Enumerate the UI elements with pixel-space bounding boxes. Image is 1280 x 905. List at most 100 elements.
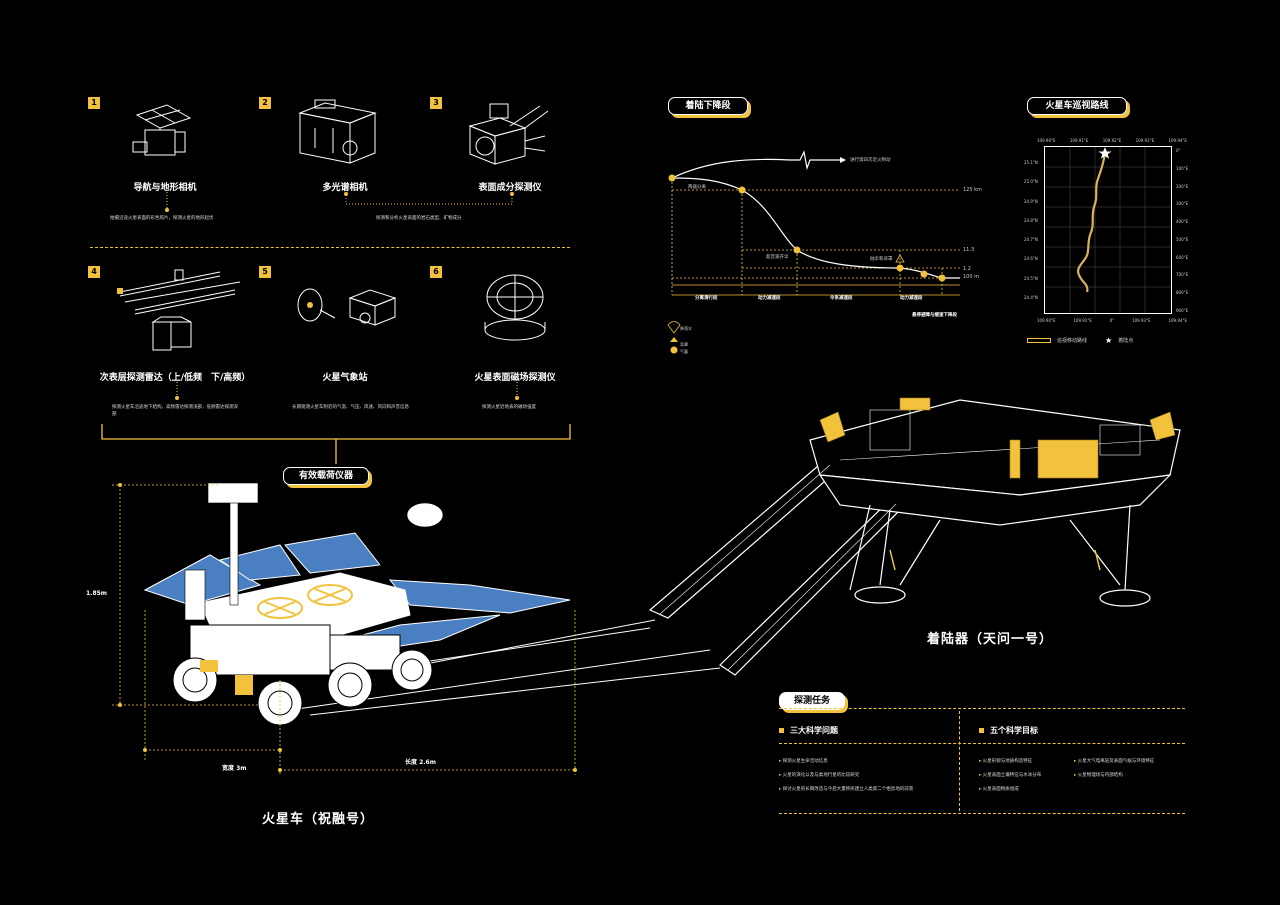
route-left-tick: 24.7°N <box>1024 237 1038 243</box>
route-bottom-tick: 0° <box>1109 318 1115 323</box>
instrument-6-number: 6 <box>430 266 442 278</box>
route-top-tick: 109.94°E <box>1168 138 1187 143</box>
descent-chart <box>667 150 960 354</box>
instrument-3-name: 表面成分探测仪 <box>478 183 542 193</box>
route-top-tick: 109.90°E <box>1037 138 1056 143</box>
instrument-1-name: 导航与地形相机 <box>133 183 197 193</box>
mission-goal: 火星大气电离层及表面气候与环境特征 <box>1074 755 1155 769</box>
descent-chute-drop-label: 抛伞和背罩 <box>870 257 893 262</box>
alt-11-3: 11.3 <box>963 247 975 253</box>
route-top-ticks: 109.90°E 109.91°E 109.92°E 109.93°E 109.… <box>1037 138 1187 143</box>
rover-route-path <box>1077 152 1107 293</box>
mission-goals-right: 火星大气电离层及表面气候与环境特征 火星物理场与内部结构 <box>1074 755 1155 783</box>
alt-1-2: 1.2 <box>963 266 971 272</box>
route-left-tick: 24.6°N <box>1024 256 1038 262</box>
route-left-tick: 25.1°N <box>1024 160 1038 165</box>
divider <box>90 247 570 248</box>
mission-questions-list: 探测火星生命活动信息 火星的演化以及与类地行星的比较研究 探讨火星的长期改造与今… <box>779 755 914 797</box>
mission-questions-title: 三大科学问题 <box>779 725 838 736</box>
surface-composition-icon <box>468 103 549 165</box>
mission-goal: 火星形貌与地质构造特征 <box>979 755 1041 769</box>
mission-divider <box>959 711 960 811</box>
route-top-tick: 109.93°E <box>1135 138 1155 143</box>
subsurface-radar-icon <box>117 269 241 351</box>
instrument-4-number: 4 <box>88 266 100 278</box>
instrument-2-number: 2 <box>259 97 271 109</box>
descent-chute-open-label: 超音速开伞 <box>766 255 789 260</box>
route-top-tick: 109.92°E <box>1102 138 1122 143</box>
connector-bracket <box>344 192 514 205</box>
rover-width: 宽度 3m <box>222 765 247 772</box>
magnetometer-icon <box>484 274 546 341</box>
mission-question: 火星的演化以及与类地行星的比较研究 <box>779 769 913 783</box>
route-right-tick: 600°E <box>1176 254 1189 260</box>
lander-illustration <box>648 397 1181 676</box>
instrument-2-name: 多光谱相机 <box>322 183 368 193</box>
route-bottom-tick: 109.91°E <box>1073 318 1092 323</box>
legend-airbag: 气囊 <box>680 349 688 354</box>
orbit-path <box>671 150 840 179</box>
route-right-tick: 100°E <box>1176 165 1189 171</box>
instrument-5-desc: 长期观测火星车附近的气温、气压、风速、风向和声音信息 <box>292 405 409 410</box>
mission-goal: 火星表面土壤特征与水冰分布 <box>979 769 1042 783</box>
route-left-tick: 24.5°N <box>1024 275 1038 281</box>
instrument-1-number: 1 <box>88 97 100 109</box>
mission-goals-left: 火星形貌与地质构造特征 火星表面土壤特征与水冰分布 火星表面物质组成 <box>979 755 1042 797</box>
payload-bracket <box>101 424 571 464</box>
route-left-tick: 24.8°N <box>1024 217 1038 223</box>
square-bullet-icon <box>979 728 984 733</box>
instrument-4-desc: 探测火星车沿途地下结构，高频雷达探测浅部，低频雷达探测深部 <box>112 405 238 417</box>
route-right-tick: 800°E <box>1176 290 1189 296</box>
mission-box: 三大科学问题 五个科学目标 探测火星生命活动信息 火星的演化以及与类地行星的比较… <box>779 708 1185 814</box>
mission-questions-title-text: 三大科学问题 <box>790 726 838 735</box>
route-right-tick: 400°E <box>1176 219 1189 225</box>
mission-title: 探测任务 <box>779 692 845 710</box>
rover-illustration <box>143 482 571 726</box>
phase-3: 伞系减速段 <box>830 296 853 301</box>
connector-line <box>165 192 169 212</box>
route-right-tick: 900°E <box>1176 307 1189 313</box>
descent-separation-label: 两器分离 <box>688 185 706 190</box>
instrument-3-number: 3 <box>430 97 442 109</box>
mission-goal: 火星物理场与内部结构 <box>1074 769 1154 783</box>
mission-goal: 火星表面物质组成 <box>979 783 1041 797</box>
route-legend-path: 巡视移动路线 <box>1057 338 1088 344</box>
descent-title: 着陆下降段 <box>668 97 748 115</box>
rover-height: 1.85m <box>86 590 108 597</box>
legend-parachute: 降落伞 <box>680 326 692 331</box>
route-right-tick: 0° <box>1176 148 1181 153</box>
route-bottom-tick: 109.93°E <box>1132 318 1151 323</box>
nav-camera-icon <box>132 104 192 156</box>
lander-name: 着陆器（天问一号） <box>927 632 1054 647</box>
descent-trajectory <box>671 177 960 279</box>
route-left-tick: 24.4°N <box>1024 294 1038 300</box>
descent-entry-label: 进行第四次近火制动 <box>850 158 891 163</box>
instrument-6-desc: 探测火星近地表的磁场强度 <box>482 405 536 410</box>
instrument-6-name: 火星表面磁场探测仪 <box>474 373 556 383</box>
airbag-icon <box>670 346 678 354</box>
square-bullet-icon <box>779 728 784 733</box>
route-title: 火星车巡视路线 <box>1027 97 1127 115</box>
route-right-tick: 700°E <box>1176 272 1189 278</box>
route-map <box>1044 146 1172 314</box>
rover-name: 火星车（祝融号） <box>262 812 375 827</box>
mission-question: 探测火星生命活动信息 <box>779 755 913 769</box>
landing-point-star-icon: ★ <box>1105 336 1113 345</box>
mission-goals-title-text: 五个科学目标 <box>990 726 1038 735</box>
mission-question: 探讨火星的长期改造与今后大量移民建立人类第二个栖息地的前景 <box>779 783 914 797</box>
route-legend-landing: 着陆点 <box>1118 338 1134 344</box>
mission-header-line <box>779 743 1185 744</box>
route-left-tick: 24.9°N <box>1024 198 1038 204</box>
route-bottom-ticks: 109.90°E 109.91°E 0° 109.93°E 109.94°E <box>1037 318 1187 323</box>
route-legend: 巡视移动路线 ★ 着陆点 <box>1027 336 1133 345</box>
connector-line <box>515 382 519 400</box>
route-bottom-tick: 109.94°E <box>1168 318 1187 323</box>
route-right-ticks: 0° 100°E 200°E 300°E 400°E 500°E 600°E 7… <box>1176 148 1188 313</box>
instrument-5-number: 5 <box>259 266 271 278</box>
route-left-tick: 25.0°N <box>1024 179 1038 185</box>
phase-5: 悬停避障与缓速下降段 <box>912 313 957 318</box>
mission-goals-title: 五个科学目标 <box>979 725 1038 736</box>
parachute-icon <box>667 321 681 334</box>
legend-backshell: 背罩 <box>680 342 688 347</box>
route-top-tick: 109.91°E <box>1069 138 1089 143</box>
